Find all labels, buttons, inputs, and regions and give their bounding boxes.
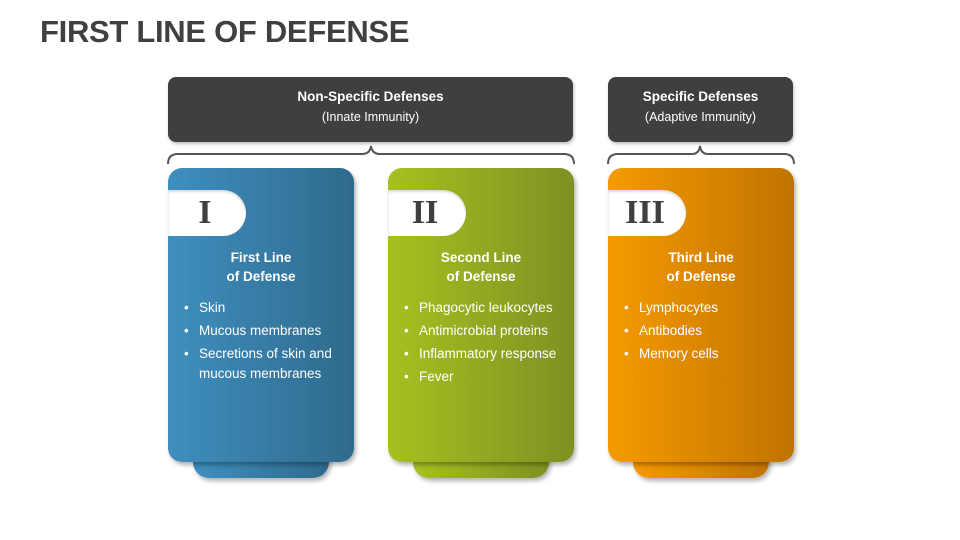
list-item: Memory cells xyxy=(622,344,788,364)
roman-numeral: III xyxy=(625,194,665,231)
page-title: FIRST LINE OF DEFENSE xyxy=(40,14,410,49)
brace-icon xyxy=(167,145,575,165)
group-heading: Non-Specific Defenses xyxy=(297,89,444,104)
list-item: Antibodies xyxy=(622,321,788,341)
roman-numeral: II xyxy=(411,194,439,231)
numeral-notch xyxy=(608,190,686,236)
second-line-card: II Second Line of Defense Phagocytic leu… xyxy=(388,168,574,478)
brace-icon xyxy=(607,145,795,165)
list-item: Fever xyxy=(402,367,568,387)
third-line-card: III Third Line of Defense Lymphocytes An… xyxy=(608,168,794,478)
list-item: Lymphocytes xyxy=(622,298,788,318)
list-item: Antimicrobial proteins xyxy=(402,321,568,341)
group-subheading: (Innate Immunity) xyxy=(321,110,420,124)
card-title: Third Line of Defense xyxy=(608,248,794,286)
card-title-line: Third Line xyxy=(668,250,734,265)
card-list: Skin Mucous membranes Secretions of skin… xyxy=(182,298,348,387)
card-list: Lymphocytes Antibodies Memory cells xyxy=(622,298,788,367)
card-title-line: First Line xyxy=(230,250,292,265)
card-title-line: Second Line xyxy=(440,250,522,265)
list-item: Mucous membranes xyxy=(182,321,348,341)
list-item: Phagocytic leukocytes xyxy=(402,298,568,318)
specific-defenses-header: Specific Defenses (Adaptive Immunity) xyxy=(608,77,793,142)
group-heading: Specific Defenses xyxy=(642,89,759,104)
numeral-notch xyxy=(388,190,466,236)
first-line-card: I First Line of Defense Skin Mucous memb… xyxy=(168,168,354,478)
list-item: Secretions of skin and mucous membranes xyxy=(182,344,348,384)
group-subheading: (Adaptive Immunity) xyxy=(644,110,757,124)
non-specific-defenses-header: Non-Specific Defenses (Innate Immunity) xyxy=(168,77,573,142)
card-title-line: of Defense xyxy=(446,269,516,284)
card-title: First Line of Defense xyxy=(168,248,354,286)
list-item: Inflammatory response xyxy=(402,344,568,364)
card-list: Phagocytic leukocytes Antimicrobial prot… xyxy=(402,298,568,390)
numeral-notch xyxy=(168,190,246,236)
list-item: Skin xyxy=(182,298,348,318)
roman-numeral: I xyxy=(198,194,212,231)
card-title-line: of Defense xyxy=(666,269,736,284)
card-title: Second Line of Defense xyxy=(388,248,574,286)
card-title-line: of Defense xyxy=(226,269,296,284)
